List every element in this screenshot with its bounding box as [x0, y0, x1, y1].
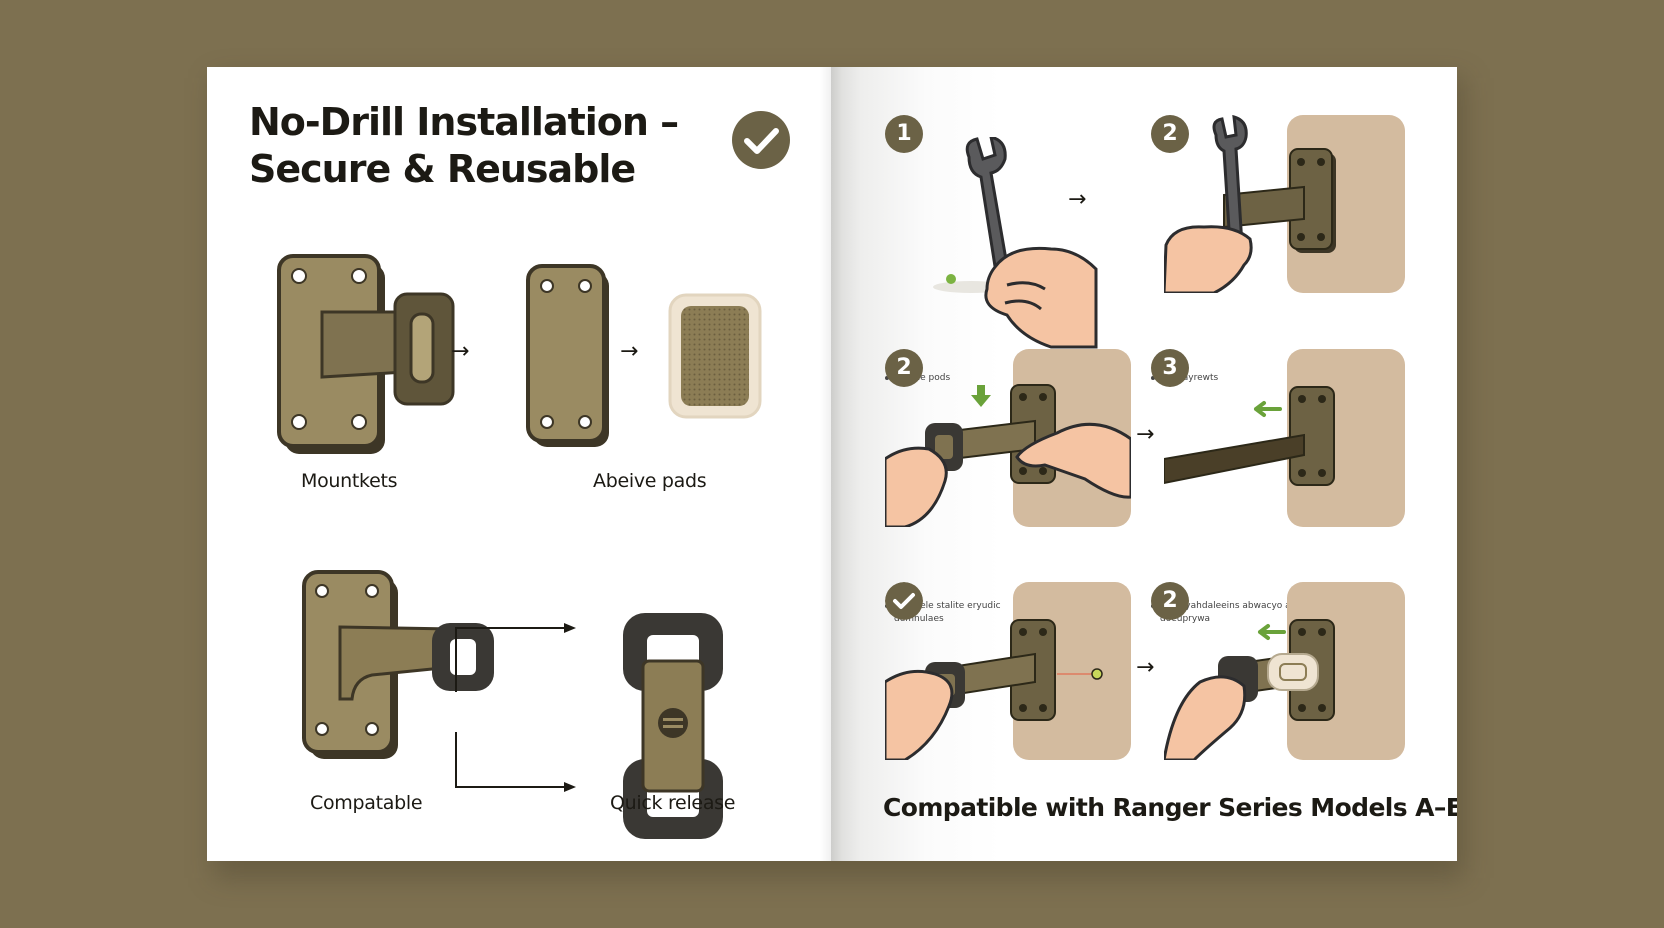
wall-wrench-illustration [1162, 114, 1405, 295]
right-page: 1 → Abeirle pods 2 Abeyayrewts [831, 67, 1457, 861]
step-panel [1162, 114, 1410, 295]
step-panel [883, 349, 1133, 529]
title-line-1: No-Drill Installation – [249, 100, 679, 144]
title-line-2: Secure & Reusable [249, 147, 636, 191]
strap-insert-illustration [1163, 349, 1405, 527]
arrow-icon: → [1136, 422, 1155, 447]
arrow-icon: → [451, 339, 470, 364]
step-badge: 1 [885, 115, 923, 153]
step-badge: 3 [1151, 349, 1189, 387]
mount-plate-icon [526, 264, 609, 447]
arrow-icon: → [1136, 655, 1155, 680]
label-compatible: Compatable [310, 792, 423, 814]
step-panel [883, 582, 1131, 762]
page-title: No-Drill Installation – Secure & Reusabl… [249, 99, 679, 193]
wrench-hand-illustration [933, 137, 1098, 349]
label-quick-release: Quick release [610, 792, 736, 814]
clip-insert-illustration [883, 349, 1133, 529]
step-panel [1162, 582, 1410, 762]
compatibility-footer: Compatible with Ranger Series Models A–E [883, 793, 1457, 822]
step-panel [1163, 349, 1410, 527]
label-mount: Mountkets [301, 470, 398, 492]
check-circle-icon [732, 111, 790, 169]
step-badge: 2 [1151, 582, 1189, 620]
bracket-lock-illustration [883, 582, 1131, 762]
check-circle-icon [885, 582, 923, 620]
mount-bracket-icon [277, 254, 455, 454]
connector-arrows [455, 623, 576, 792]
book-gutter [820, 67, 842, 861]
quick-release-icon [623, 613, 723, 839]
adhesive-pad-icon [668, 293, 762, 419]
arrow-icon: → [620, 339, 639, 364]
label-pads: Abeive pads [593, 470, 707, 492]
step-badge: 2 [885, 349, 923, 387]
step-badge: 2 [1151, 115, 1189, 153]
arrow-icon: → [1068, 187, 1087, 212]
left-page: No-Drill Installation – Secure & Reusabl… [207, 67, 831, 861]
quick-release-attach-illustration [1162, 582, 1405, 762]
